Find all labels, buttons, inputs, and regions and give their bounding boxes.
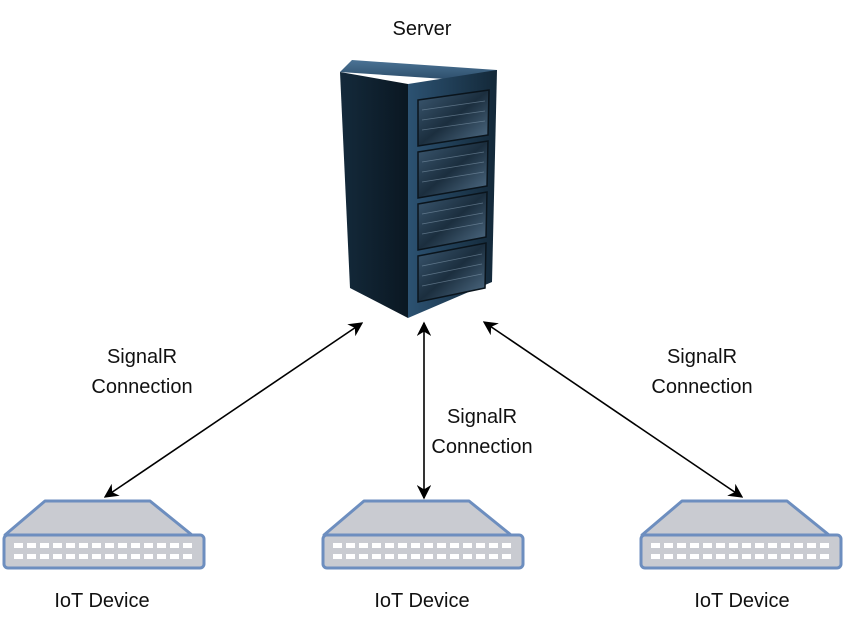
server-rack-icon	[340, 60, 497, 318]
connection-label-line1: SignalR	[666, 346, 738, 368]
device-label-right: IoT Device	[694, 590, 790, 612]
connection-label-center: SignalR Connection	[402, 402, 562, 462]
connection-arrow-left	[103, 322, 364, 498]
device-label-center: IoT Device	[374, 590, 470, 612]
connection-label-line2: Connection	[651, 376, 753, 398]
server-label: Server	[392, 18, 452, 40]
network-switch-icon	[321, 499, 525, 570]
connection-label-line2: Connection	[431, 436, 533, 458]
network-switch-icon	[2, 499, 206, 570]
connection-arrow-right	[482, 321, 744, 498]
connection-label-left: SignalR Connection	[62, 342, 222, 402]
connection-label-right: SignalR Connection	[622, 342, 782, 402]
connection-label-line1: SignalR	[106, 346, 178, 368]
connection-label-line2: Connection	[91, 376, 193, 398]
device-label-left: IoT Device	[54, 590, 150, 612]
connection-label-line1: SignalR	[446, 406, 518, 428]
network-switch-icon	[639, 499, 843, 570]
